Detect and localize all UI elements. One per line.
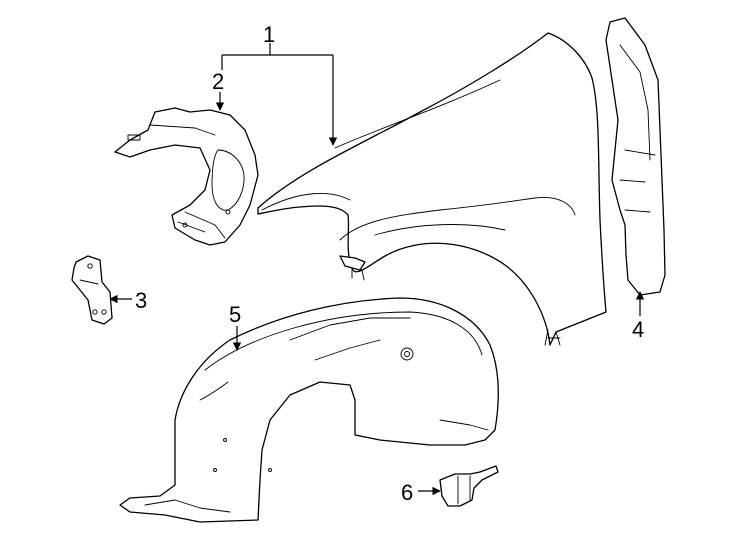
upper-bracket-part bbox=[114, 107, 259, 246]
fender-part bbox=[257, 32, 607, 346]
callout-1: 1 bbox=[263, 22, 275, 47]
wheelhouse-liner-part bbox=[119, 297, 499, 523]
callout-5: 5 bbox=[229, 302, 241, 327]
small-bracket-part bbox=[71, 255, 113, 325]
small-clip-part bbox=[439, 465, 499, 507]
callout-3: 3 bbox=[135, 288, 147, 313]
callout-4: 4 bbox=[632, 317, 644, 342]
callout-6: 6 bbox=[401, 480, 413, 505]
leader-lines bbox=[109, 43, 645, 496]
rear-insulator-part bbox=[605, 17, 666, 296]
callout-2: 2 bbox=[212, 69, 224, 94]
